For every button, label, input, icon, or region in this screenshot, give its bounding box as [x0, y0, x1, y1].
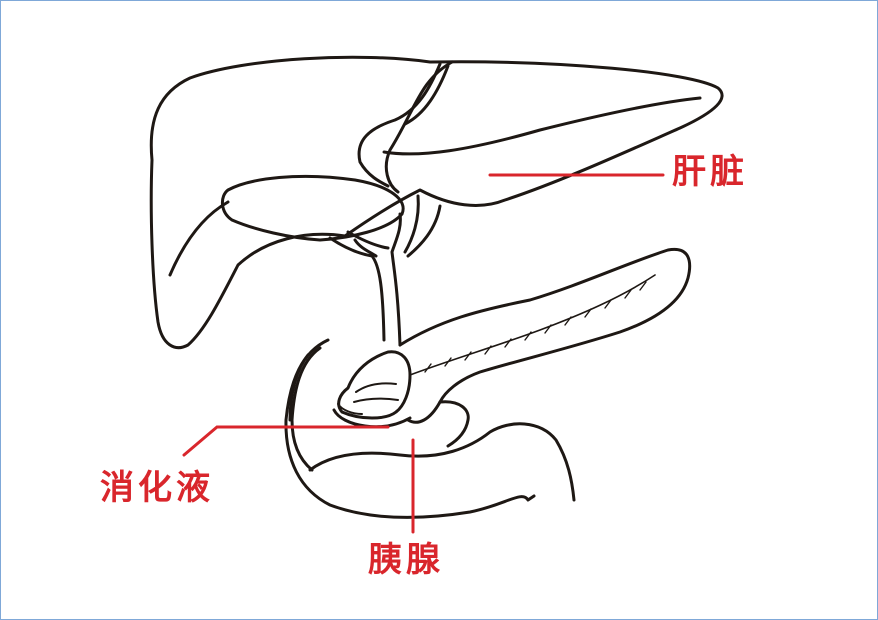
- liver-label: 肝脏: [672, 152, 748, 192]
- digestive-juice-leader-line: [182, 425, 390, 457]
- pancreas-outline: [398, 247, 692, 424]
- liver-outline: [149, 55, 724, 350]
- duodenum: [284, 338, 536, 519]
- falciform-ligament: [357, 62, 442, 188]
- pancreas-head: [337, 350, 412, 420]
- gallbladder: [221, 174, 405, 242]
- pancreas-label: 胰腺: [368, 540, 444, 580]
- pancreatic-duct: [409, 274, 656, 376]
- hepatic-duct: [328, 236, 386, 342]
- digestive-juice-label: 消化液: [100, 468, 214, 508]
- lower-intestine: [308, 422, 576, 502]
